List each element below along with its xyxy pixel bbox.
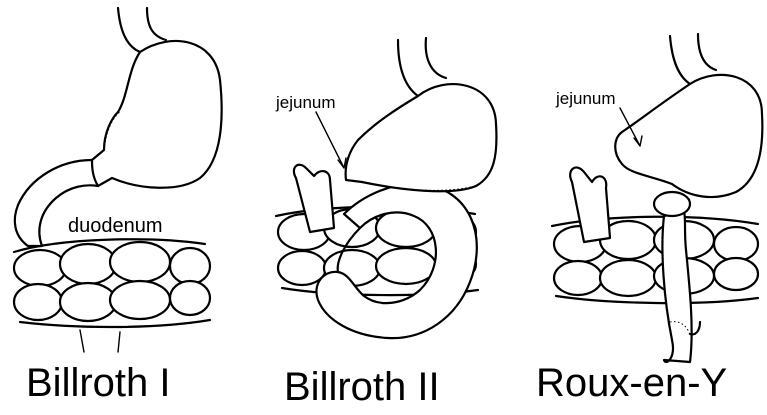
jejunum-label: jejunum	[275, 93, 336, 112]
stomach-drawing	[92, 8, 222, 188]
panel-billroth-1: duodenum Billroth I	[14, 8, 222, 405]
stomach-drawing	[615, 34, 762, 216]
colon-drawing	[14, 239, 210, 352]
stomach-drawing	[346, 38, 497, 191]
panel-billroth-2: jejunum Billroth II	[275, 38, 496, 409]
panel-roux-en-y: jejunum Roux-en-Y	[536, 34, 762, 405]
panel-title-billroth-1: Billroth I	[26, 361, 171, 405]
jejunum-pointer-arrow	[316, 112, 346, 168]
panel-title-billroth-2: Billroth II	[284, 365, 440, 409]
duodenum-label: duodenum	[68, 215, 163, 237]
panel-title-roux-en-y: Roux-en-Y	[536, 361, 727, 405]
jejunum-label: jejunum	[555, 89, 616, 108]
